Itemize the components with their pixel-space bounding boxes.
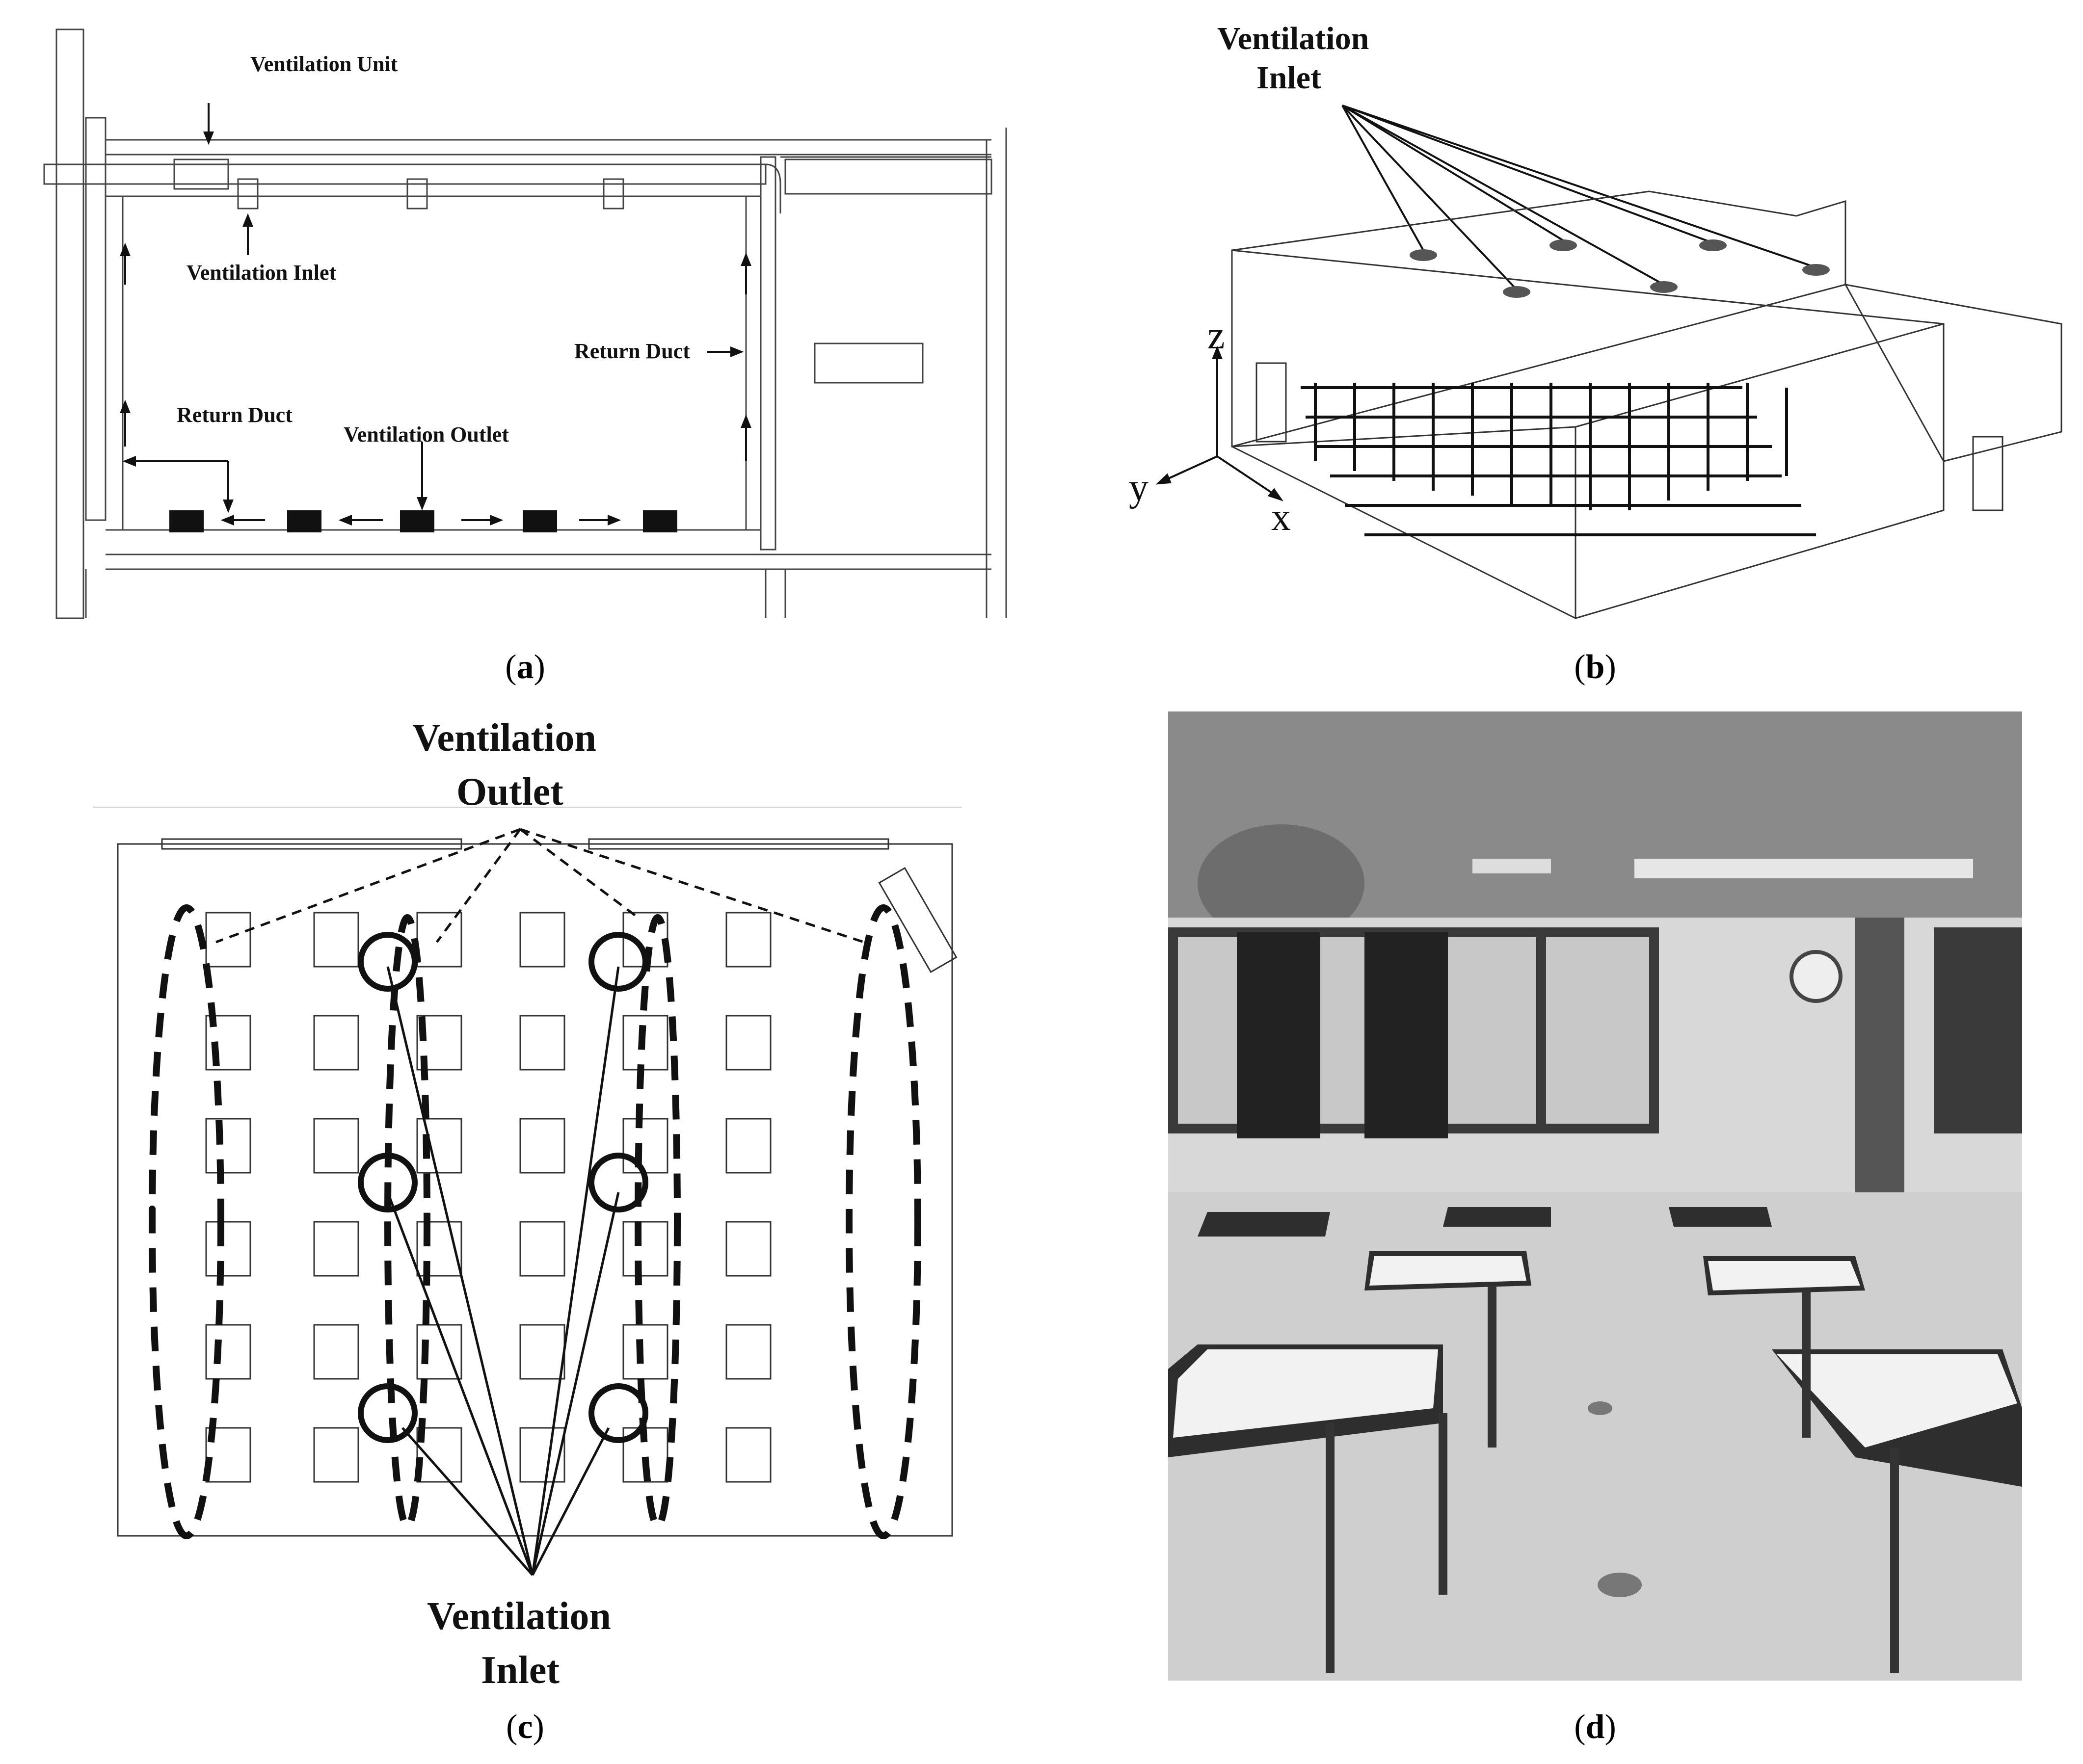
label-outlet-line2: Outlet	[456, 770, 563, 814]
panel-d-classroom-photo	[1168, 711, 2022, 1681]
label-ventilation-unit: Ventilation Unit	[250, 52, 398, 76]
inlet-box-3	[603, 178, 624, 210]
ventilation-unit-box	[173, 158, 229, 190]
label-return-duct-right: Return Duct	[574, 339, 690, 363]
desk-array	[1301, 383, 1816, 536]
curtain-left	[1237, 932, 1320, 1138]
inlet-arrows	[386, 966, 620, 1576]
inlet-pointer-arrows	[1341, 105, 1816, 290]
desk-legs	[1326, 1286, 1899, 1673]
label-ventilation-outlet: Ventilation Outlet	[344, 422, 509, 447]
axis-z-label: z	[1207, 314, 1225, 357]
inlet-diffusers	[1410, 239, 1830, 298]
caption-c: (c)	[506, 1708, 544, 1746]
caption-b: (b)	[1574, 648, 1616, 686]
label-inlet-line2: Inlet	[1256, 60, 1321, 96]
wall-clock	[1789, 950, 1843, 1003]
left-wall	[55, 28, 84, 619]
inlet-markers	[358, 932, 648, 1443]
caption-d: (d)	[1574, 1708, 1616, 1746]
label-outlet-line1: Ventilation	[412, 716, 596, 760]
supply-duct	[43, 163, 767, 185]
ventilation-outlets	[169, 510, 677, 532]
label-return-duct-left: Return Duct	[177, 403, 293, 427]
panel-c-plan-view: Ventilation Outlet	[88, 707, 982, 1698]
flow-arrows	[120, 103, 751, 526]
curtain-right	[1364, 932, 1448, 1138]
label-inlet-line2: Inlet	[481, 1649, 560, 1692]
caption-a: (a)	[505, 648, 545, 686]
plan-view-svg: Ventilation Outlet	[93, 716, 962, 1692]
section-drawing-svg: Ventilation Unit Ventilation Inlet Retur…	[43, 28, 1007, 619]
axis-x-label: x	[1271, 496, 1291, 539]
outlet-arrows	[215, 828, 864, 944]
inlet-box-2	[406, 178, 428, 210]
panel-b-3d-model: Ventilation Inlet z y x	[1109, 10, 2071, 638]
desk-grid	[205, 912, 772, 1483]
label-inlet-line1: Ventilation	[427, 1595, 611, 1638]
axis-y-label: y	[1129, 466, 1148, 509]
panel-a-section-drawing: Ventilation Unit Ventilation Inlet Retur…	[39, 20, 1041, 628]
axes	[1155, 345, 1284, 501]
room-wireframe	[1231, 190, 2062, 619]
desk-tops	[1173, 1256, 2017, 1448]
room-outline	[117, 838, 958, 1537]
inlet-box-1	[237, 178, 259, 210]
photo-svg	[1168, 711, 2022, 1681]
label-ventilation-inlet: Ventilation Inlet	[187, 261, 337, 285]
projector-cover	[1198, 824, 1364, 942]
floor-vent	[1598, 1573, 1642, 1597]
return-zones	[149, 904, 921, 1539]
model-3d-svg: Ventilation Inlet z y x	[1129, 21, 2062, 619]
label-inlet-line1: Ventilation	[1217, 21, 1369, 56]
